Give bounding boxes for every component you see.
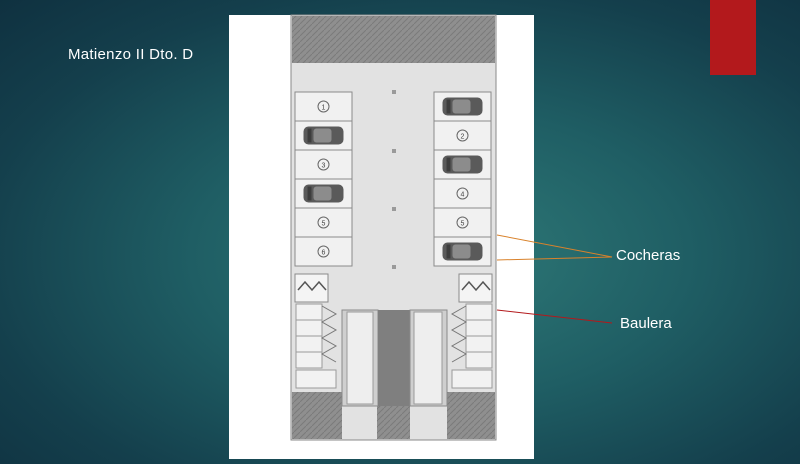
spot-number: 5 (461, 221, 465, 228)
spot-number: 5 (322, 221, 326, 228)
parking-spot-right-6 (433, 236, 492, 267)
car-icon (442, 155, 483, 174)
spot-number: 4 (461, 192, 465, 199)
ramp-left-inner (346, 311, 374, 405)
parking-spot-left-1: 1 (294, 91, 353, 122)
spot-number: 1 (322, 105, 326, 112)
bottom-hatched-left (292, 392, 342, 439)
baulera-label: Baulera (620, 315, 672, 332)
spot-number: 6 (322, 250, 326, 257)
parking-spot-left-6: 6 (294, 236, 353, 267)
column-1 (392, 90, 396, 94)
bauleras-left (295, 303, 338, 389)
car-icon (442, 97, 483, 116)
parking-spot-right-5: 5 (433, 207, 492, 238)
parking-spots-right: 2 4 5 (433, 91, 492, 267)
accent-tab (710, 0, 756, 75)
bauleras-right (450, 303, 493, 389)
spot-number: 2 (461, 134, 465, 141)
bottom-hatched-right (447, 392, 495, 439)
column-3 (392, 207, 396, 211)
ramp-divider (378, 310, 410, 406)
slide-title: Matienzo II Dto. D (68, 46, 194, 63)
top-hatched-area (292, 16, 495, 63)
column-2 (392, 149, 396, 153)
parking-spot-left-4 (294, 178, 353, 209)
parking-spot-right-2: 2 (433, 120, 492, 151)
cocheras-line-lower (496, 256, 613, 261)
parking-spot-right-1 (433, 91, 492, 122)
parking-spots-left: 1 3 5 6 (294, 91, 353, 267)
cocheras-line-upper (496, 234, 613, 258)
spot-number: 3 (322, 163, 326, 170)
parking-spot-left-2 (294, 120, 353, 151)
car-icon (303, 184, 344, 203)
parking-spot-left-5: 5 (294, 207, 353, 238)
parking-spot-right-4: 4 (433, 178, 492, 209)
cocheras-label: Cocheras (616, 247, 681, 264)
car-icon (303, 126, 344, 145)
baulera-line (496, 309, 613, 324)
ramp-right-inner (413, 311, 443, 405)
parking-spot-left-3: 3 (294, 149, 353, 180)
column-4 (392, 265, 396, 269)
car-icon (442, 242, 483, 261)
parking-spot-right-3 (433, 149, 492, 180)
